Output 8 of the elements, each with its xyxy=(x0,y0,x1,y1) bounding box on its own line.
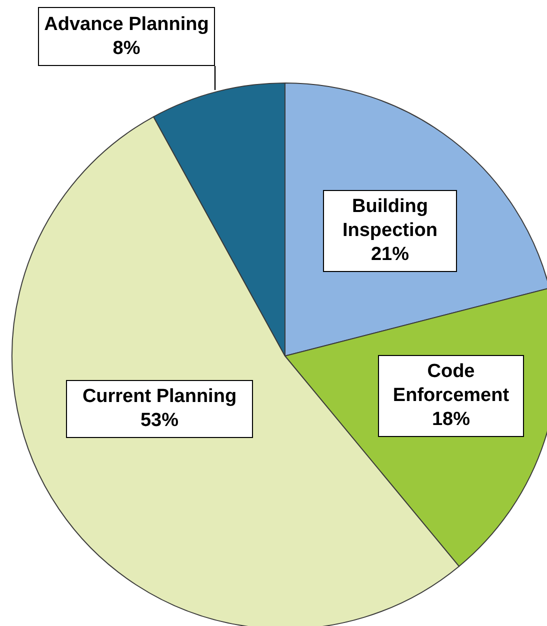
category-label: Code Enforcement xyxy=(392,360,510,408)
value-label: 21% xyxy=(370,243,410,267)
value-label: 53% xyxy=(139,409,180,433)
category-label: Building Inspection xyxy=(341,195,438,243)
value-label: 8% xyxy=(112,36,142,60)
value-label: 18% xyxy=(430,408,472,432)
category-label: Current Planning xyxy=(82,385,237,409)
category-label: Advance Planning xyxy=(44,12,209,36)
